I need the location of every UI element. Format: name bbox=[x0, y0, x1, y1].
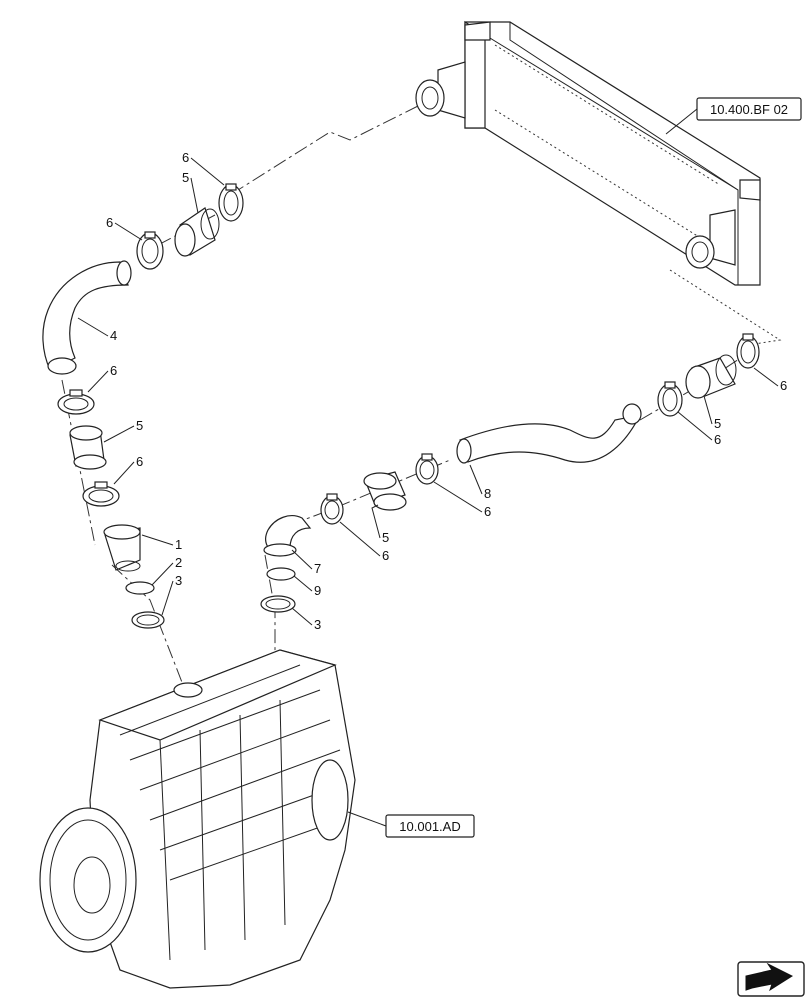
long-curved-tube bbox=[456, 403, 642, 464]
callout-5: 5 bbox=[136, 418, 143, 433]
hose-clamp bbox=[218, 183, 244, 222]
callout-5: 5 bbox=[182, 170, 189, 185]
callout-6: 6 bbox=[136, 454, 143, 469]
callout-3: 3 bbox=[175, 573, 182, 588]
o-ring bbox=[125, 581, 155, 595]
o-ring bbox=[266, 567, 296, 581]
charge-air-cooler bbox=[415, 20, 761, 286]
callout-3: 3 bbox=[314, 617, 321, 632]
callout-6: 6 bbox=[106, 215, 113, 230]
callout-6: 6 bbox=[182, 150, 189, 165]
elbow-tube bbox=[263, 515, 312, 557]
hose-coupler bbox=[174, 207, 220, 257]
band-clamp bbox=[131, 611, 165, 629]
reference-engine[interactable]: 10.001.AD bbox=[347, 811, 475, 838]
navigation-arrow-icon[interactable] bbox=[737, 961, 805, 997]
callout-4: 4 bbox=[110, 328, 117, 343]
curved-tube bbox=[42, 260, 132, 375]
hose-clamp bbox=[320, 493, 344, 525]
callout-5: 5 bbox=[382, 530, 389, 545]
band-clamp bbox=[260, 595, 296, 613]
callout-2: 2 bbox=[175, 555, 182, 570]
callout-6: 6 bbox=[714, 432, 721, 447]
callout-7: 7 bbox=[314, 561, 321, 576]
callout-6: 6 bbox=[110, 363, 117, 378]
hose-clamp bbox=[415, 453, 439, 485]
hose-coupler bbox=[69, 425, 107, 470]
hose-clamp bbox=[82, 481, 120, 507]
callout-6: 6 bbox=[484, 504, 491, 519]
hose-clamp bbox=[657, 381, 683, 417]
intake-tube bbox=[103, 524, 141, 572]
reference-radiator[interactable]: 10.400.BF 02 bbox=[665, 97, 802, 135]
callout-1: 1 bbox=[175, 537, 182, 552]
callout-6: 6 bbox=[382, 548, 389, 563]
callout-8: 8 bbox=[484, 486, 491, 501]
callout-5: 5 bbox=[714, 416, 721, 431]
left-pipe-run bbox=[42, 183, 244, 629]
hose-clamp bbox=[736, 333, 760, 369]
hose-clamp bbox=[136, 231, 164, 270]
callouts: 6 5 6 4 6 5 6 1 2 3 7 9 3 5 6 8 6 6 5 bbox=[77, 150, 787, 632]
hose-coupler bbox=[363, 471, 407, 511]
engine-block bbox=[39, 649, 356, 989]
right-pipe-run bbox=[260, 333, 760, 613]
callout-9: 9 bbox=[314, 583, 321, 598]
reference-engine-label: 10.001.AD bbox=[399, 819, 460, 834]
hose-clamp bbox=[57, 389, 95, 415]
callout-6: 6 bbox=[780, 378, 787, 393]
reference-radiator-label: 10.400.BF 02 bbox=[710, 102, 788, 117]
hose-coupler bbox=[685, 354, 737, 399]
